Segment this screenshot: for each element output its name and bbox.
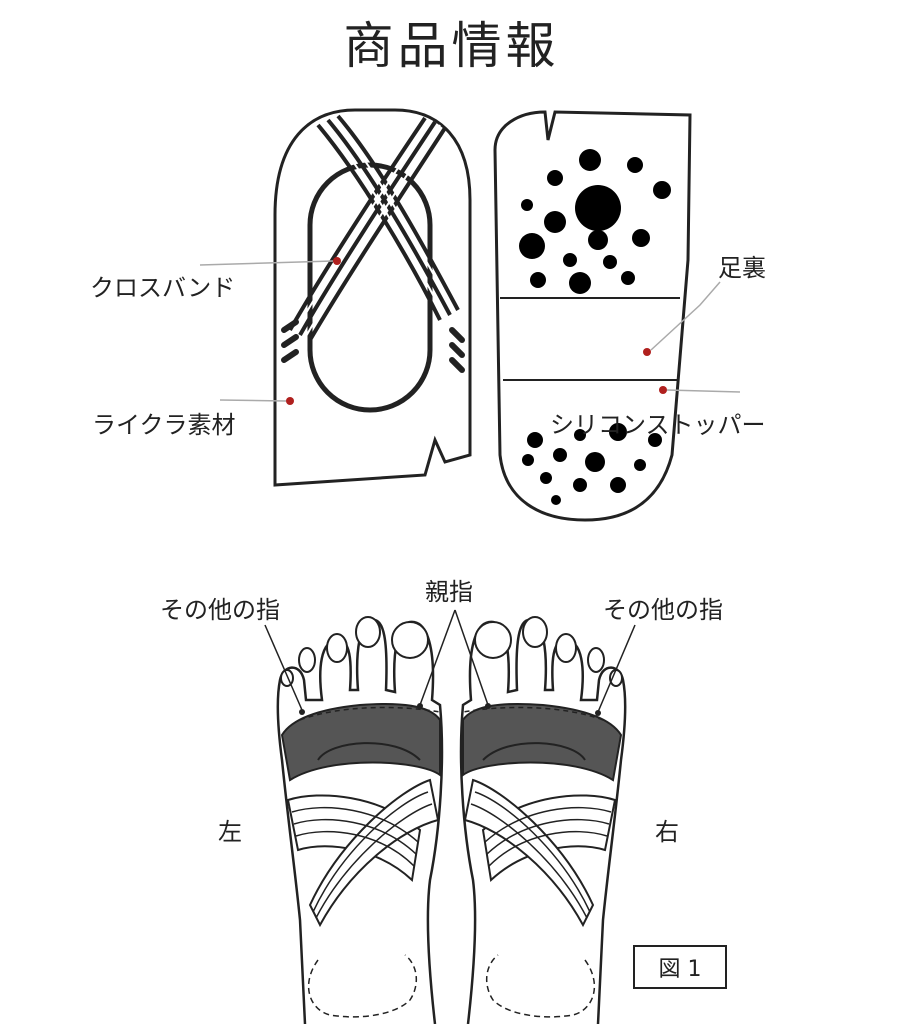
- figure-label: 図 1: [633, 945, 727, 989]
- label-cross-band: クロスバンド: [90, 274, 236, 302]
- page-title: 商品情報: [343, 17, 560, 75]
- label-other-toes-right: その他の指: [603, 596, 723, 624]
- label-silicone: シリコンストッパー: [550, 411, 766, 439]
- label-sole: 足裏: [718, 254, 766, 282]
- label-big-toe: 親指: [425, 578, 473, 606]
- label-right-foot: 右: [655, 818, 679, 846]
- feet-illustration: [264, 609, 636, 1024]
- label-left-foot: 左: [218, 818, 242, 846]
- sock-sole-view: [493, 110, 741, 522]
- sock-top-view: [199, 108, 472, 487]
- label-other-toes-left: その他の指: [160, 596, 280, 624]
- label-lycra: ライクラ素材: [92, 411, 236, 439]
